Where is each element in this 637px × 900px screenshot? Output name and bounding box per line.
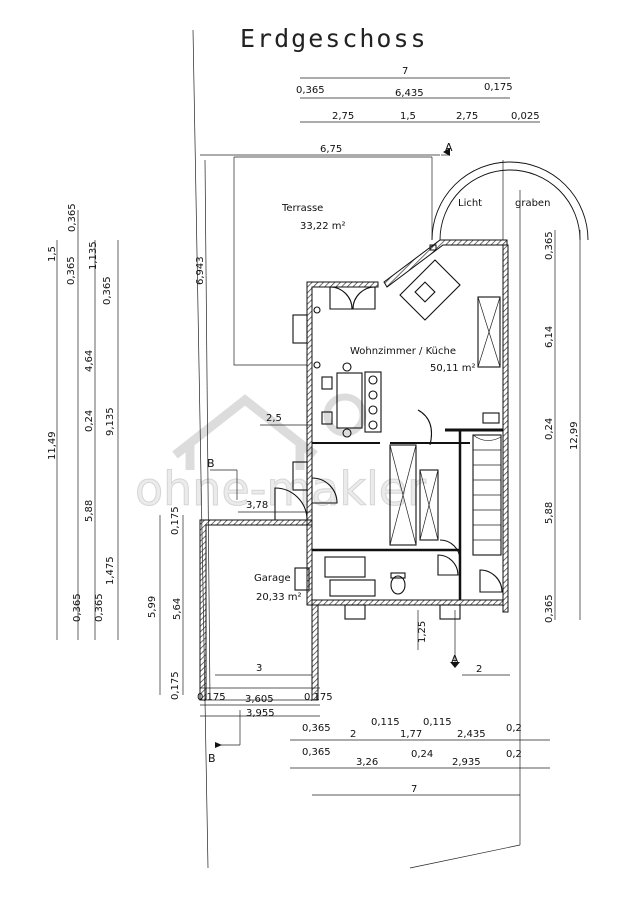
dim-text: 9,135 xyxy=(105,407,116,436)
dim-text: 0,175 xyxy=(170,671,181,700)
dim-text: 3,78 xyxy=(246,500,268,511)
living-kitchen-area: 50,11 m² xyxy=(430,363,476,374)
dim-text: 0,365 xyxy=(66,256,77,285)
dim-text: 7 xyxy=(402,66,408,77)
dim-text: 11,49 xyxy=(47,431,58,460)
dim-text: 0,2 xyxy=(506,749,522,760)
dim-text: 0,24 xyxy=(411,749,433,760)
lichtgraben xyxy=(431,160,589,241)
key-logo-icon xyxy=(323,393,367,437)
staircase xyxy=(472,434,502,556)
dim-text: 1,135 xyxy=(88,241,99,270)
dim-text: 6,435 xyxy=(395,88,424,99)
dim-text: 0,24 xyxy=(544,418,555,440)
dim-text: 4,64 xyxy=(84,350,95,372)
dim-text: 3,955 xyxy=(246,708,275,719)
dim-text: 0,365 xyxy=(296,85,325,96)
dim-text: 0,175 xyxy=(484,82,513,93)
property-boundary xyxy=(192,29,521,869)
terrace-area: 33,22 m² xyxy=(300,221,346,232)
dim-text: 2,5 xyxy=(266,413,282,424)
dim-text: 6,943 xyxy=(195,256,206,285)
dim-text: 2,75 xyxy=(332,111,354,122)
dim-text: 5,88 xyxy=(84,500,95,522)
dim-text: 3 xyxy=(256,663,262,674)
dimension-lines xyxy=(56,77,581,796)
room-labels: Terrasse 33,22 m² Wohnzimmer / Küche 50,… xyxy=(254,198,550,603)
dim-text: 0,365 xyxy=(102,276,113,305)
terrace-outline xyxy=(233,156,433,366)
dim-text: 6,75 xyxy=(320,144,342,155)
dim-text: 1,25 xyxy=(417,621,428,643)
dim-text: 0,365 xyxy=(72,593,83,622)
plan-title: Erdgeschoss xyxy=(240,24,428,53)
section-mark-a-top: A xyxy=(445,141,453,154)
dim-text: 3,605 xyxy=(245,694,274,705)
furniture xyxy=(292,259,503,620)
dim-text: 0,175 xyxy=(170,506,181,535)
lichtgraben-label-b: graben xyxy=(515,198,550,209)
dim-text: 2,935 xyxy=(452,757,481,768)
dim-text: 0,2 xyxy=(506,723,522,734)
dim-text: 2,75 xyxy=(456,111,478,122)
dim-text: 0,24 xyxy=(84,410,95,432)
garage-walls xyxy=(199,487,319,701)
dim-text: 0,365 xyxy=(544,594,555,623)
dim-text: 0,365 xyxy=(94,593,105,622)
dims-right: 0,365 6,14 12,99 0,24 5,88 0,365 xyxy=(544,231,580,623)
dim-text: 12,99 xyxy=(569,421,580,450)
section-mark-a-bottom: A xyxy=(451,653,459,666)
dim-text: 2,435 xyxy=(457,729,486,740)
dim-text: 0,115 xyxy=(371,717,400,728)
section-mark-b-bottom: B xyxy=(208,752,216,765)
dim-text: 5,99 xyxy=(147,596,158,618)
dim-text: 1,475 xyxy=(105,556,116,585)
garage-area: 20,33 m² xyxy=(256,592,302,603)
dims-top: 7 0,365 6,435 0,175 2,75 1,5 2,75 0,025 … xyxy=(296,66,540,155)
dims-left: 1,5 0,365 11,49 0,365 0,365 1,475 0,175 … xyxy=(47,203,183,700)
dim-text: 1,77 xyxy=(400,729,422,740)
dim-text: 1,5 xyxy=(400,111,416,122)
terrace-name: Terrasse xyxy=(281,203,323,214)
dim-text: 7 xyxy=(411,784,417,795)
dim-text: 0,365 xyxy=(302,723,331,734)
watermark-text: ohne-makler xyxy=(135,462,426,516)
dim-text: 5,88 xyxy=(544,502,555,524)
dim-text: 5,64 xyxy=(172,598,183,620)
dim-text: 0,175 xyxy=(197,692,226,703)
dim-text: 2 xyxy=(476,664,482,675)
dim-text: 0,365 xyxy=(302,747,331,758)
dim-text: 3,26 xyxy=(356,757,378,768)
dim-text: 0,025 xyxy=(511,111,540,122)
section-lines: A A B B xyxy=(207,141,460,765)
dims-bottom: 0,175 3,605 0,175 3,955 0,365 0,115 0,11… xyxy=(197,692,522,795)
dim-text: 2 xyxy=(350,729,356,740)
dim-text: 6,14 xyxy=(544,326,555,348)
dim-text: 0,365 xyxy=(544,231,555,260)
garage-name: Garage xyxy=(254,573,291,584)
house-logo-icon xyxy=(172,394,318,470)
dim-text: 0,365 xyxy=(67,203,78,232)
dim-text: 0,175 xyxy=(304,692,333,703)
watermark: ohne-makler xyxy=(135,393,427,517)
dim-text: 1,5 xyxy=(47,246,58,262)
lichtgraben-label-a: Licht xyxy=(458,198,482,209)
dim-text: 0,115 xyxy=(423,717,452,728)
living-kitchen-name: Wohnzimmer / Küche xyxy=(350,346,456,357)
dims-interior: 6,943 2,5 3,78 3 1,25 2 xyxy=(195,256,482,675)
section-mark-b-top: B xyxy=(207,457,215,470)
house-walls xyxy=(306,239,509,613)
